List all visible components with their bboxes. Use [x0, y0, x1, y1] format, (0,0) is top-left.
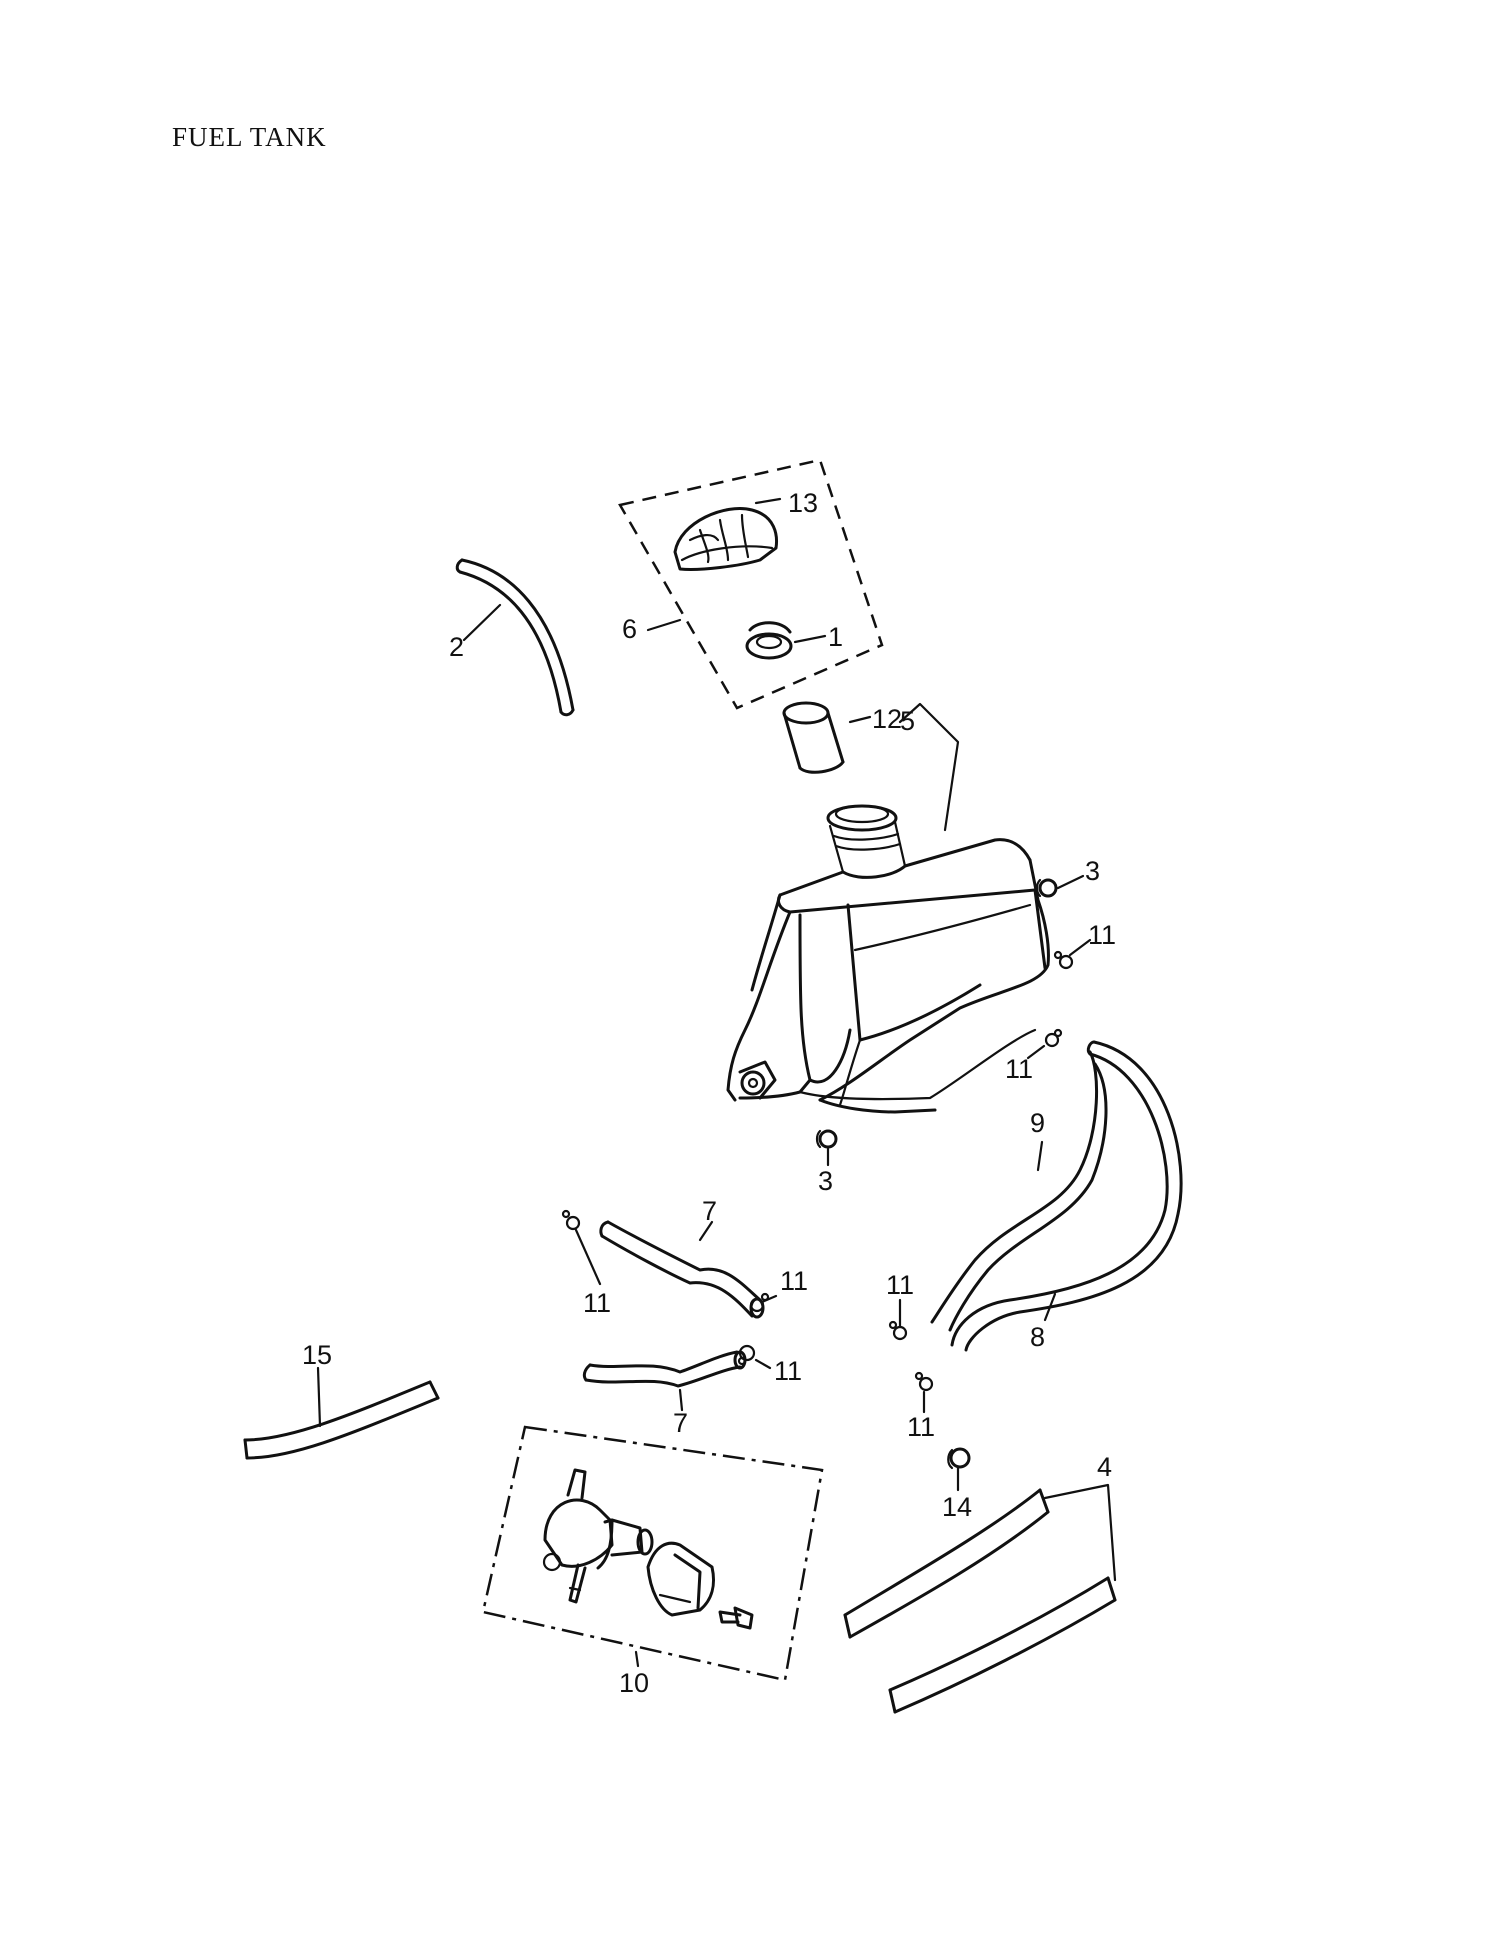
label-10: 10: [619, 1668, 649, 1698]
fuel-cock-lever-part: [646, 1541, 715, 1617]
label-11-e: 11: [774, 1356, 802, 1386]
cap-assembly-group-box: [618, 458, 884, 710]
rubber-pad-lower-part: [888, 1576, 1117, 1714]
leader-2: [462, 603, 502, 642]
label-2: 2: [449, 632, 464, 662]
leader-7-lower: [678, 1388, 684, 1412]
leader-4: [1043, 1483, 1117, 1582]
label-11-b: 11: [1005, 1054, 1033, 1084]
fuel-cap-part: [673, 507, 778, 571]
label-7-lower: 7: [673, 1408, 688, 1438]
leader-6: [646, 618, 682, 632]
label-14: 14: [942, 1492, 972, 1522]
label-11-d: 11: [780, 1266, 808, 1296]
label-15: 15: [302, 1340, 332, 1370]
leader-11-a: [1068, 938, 1092, 957]
label-5: 5: [900, 706, 915, 736]
label-7-upper: 7: [702, 1196, 717, 1226]
leader-7-upper: [698, 1220, 714, 1242]
gasket-part: [745, 621, 793, 660]
leader-10: [634, 1650, 640, 1668]
label-12: 12: [872, 704, 902, 734]
label-1: 1: [828, 622, 843, 652]
label-11-f: 11: [886, 1270, 914, 1300]
label-3-upper: 3: [1085, 856, 1100, 886]
leader-11-b: [1026, 1044, 1046, 1060]
grommet-14-part: [947, 1447, 971, 1470]
fuel-hose-9-part: [930, 1050, 1108, 1332]
grommet-upper-part: [1035, 878, 1058, 898]
fuel-hose-7-lower-part: [582, 1350, 747, 1388]
page-title: FUEL TANK: [172, 122, 327, 152]
label-13: 13: [788, 488, 818, 518]
screw-part: [718, 1606, 754, 1630]
leader-13: [754, 497, 782, 505]
grommet-lower-part: [815, 1129, 838, 1149]
hose-15-part: [243, 1380, 440, 1460]
leader-8: [1043, 1292, 1057, 1322]
fuel-hose-8-part: [950, 1040, 1183, 1352]
fuel-tank-part: [726, 804, 1050, 1114]
leader-1: [793, 634, 827, 644]
leader-5: [898, 702, 960, 832]
label-11-a: 11: [1088, 920, 1116, 950]
rubber-pad-upper-part: [843, 1488, 1050, 1639]
leader-12: [848, 715, 872, 724]
fuel-hose-7-upper-part: [599, 1220, 765, 1319]
fuel-cock-part: [542, 1468, 654, 1604]
leader-11-e: [754, 1358, 772, 1370]
leader-3-upper: [1056, 874, 1085, 890]
breather-hose-part: [455, 558, 575, 717]
label-9: 9: [1030, 1108, 1045, 1138]
leader-15: [316, 1366, 322, 1428]
label-11-g: 11: [907, 1412, 935, 1442]
label-8: 8: [1030, 1322, 1045, 1352]
leader-11-c: [574, 1228, 602, 1286]
leader-11-d: [760, 1294, 778, 1304]
leader-9: [1036, 1140, 1044, 1172]
label-3-lower: 3: [818, 1166, 833, 1196]
fuel-cock-group-box: [481, 1425, 824, 1682]
label-6: 6: [622, 614, 637, 644]
label-11-c: 11: [583, 1288, 611, 1318]
hose-clip-part: [561, 950, 1074, 1392]
label-4: 4: [1097, 1452, 1112, 1482]
filler-neck-part: [782, 701, 845, 774]
